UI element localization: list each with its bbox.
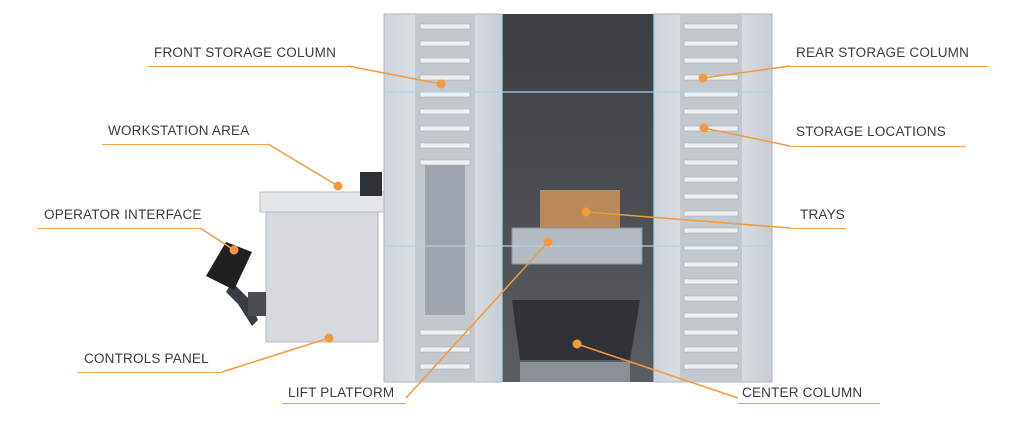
underline-rear-storage-column bbox=[790, 66, 988, 67]
shelf-slat bbox=[419, 346, 471, 353]
shelf-slat bbox=[683, 261, 739, 268]
underline-workstation-area bbox=[102, 144, 268, 145]
center-column-shape bbox=[502, 14, 654, 382]
shelf-slat bbox=[683, 159, 739, 166]
shelf-slat bbox=[683, 142, 739, 149]
shelf-slat bbox=[419, 74, 471, 81]
shelf-slat bbox=[683, 193, 739, 200]
label-lift-platform: LIFT PLATFORM bbox=[288, 385, 395, 400]
underline-center-column bbox=[738, 403, 880, 404]
shelf-slat bbox=[683, 278, 739, 285]
shelf-slat bbox=[419, 108, 471, 115]
label-operator-interface: OPERATOR INTERFACE bbox=[44, 207, 202, 222]
shelf-slat bbox=[683, 346, 739, 353]
shelf-slat bbox=[419, 363, 471, 370]
label-center-column: CENTER COLUMN bbox=[742, 385, 863, 400]
shelf-slat bbox=[683, 176, 739, 183]
shelf-slat bbox=[419, 142, 471, 149]
shelf-slat bbox=[683, 74, 739, 81]
front-storage-column-shape bbox=[383, 13, 503, 383]
shelf-slat bbox=[683, 363, 739, 370]
operator-interface-device bbox=[206, 242, 266, 326]
shelf-slat bbox=[419, 23, 471, 30]
shelf-slat bbox=[683, 125, 739, 132]
workstation-housing bbox=[259, 172, 386, 343]
label-trays: TRAYS bbox=[800, 207, 846, 222]
label-rear-storage-column: REAR STORAGE COLUMN bbox=[796, 45, 970, 60]
label-front-storage-column: FRONT STORAGE COLUMN bbox=[154, 45, 337, 60]
underline-trays bbox=[790, 228, 846, 229]
shelf-slat bbox=[419, 91, 471, 98]
label-controls-panel: CONTROLS PANEL bbox=[84, 351, 209, 366]
underline-controls-panel bbox=[78, 372, 222, 373]
shelf-slat bbox=[419, 125, 471, 132]
shelf-slat bbox=[683, 23, 739, 30]
shelf-slat bbox=[683, 244, 739, 251]
shelf-slat bbox=[419, 57, 471, 64]
shelf-slat bbox=[683, 57, 739, 64]
shelf-slat bbox=[419, 40, 471, 47]
shelf-slat bbox=[683, 295, 739, 302]
shelf-slat bbox=[683, 108, 739, 115]
shelf-slat bbox=[683, 227, 739, 234]
underline-operator-interface bbox=[38, 228, 200, 229]
label-workstation-area: WORKSTATION AREA bbox=[108, 123, 250, 138]
underline-front-storage-column bbox=[148, 66, 348, 67]
label-storage-locations: STORAGE LOCATIONS bbox=[796, 124, 946, 139]
shelf-slat bbox=[683, 40, 739, 47]
shelf-slat bbox=[683, 210, 739, 217]
shelf-slat bbox=[683, 329, 739, 336]
shelf-slat bbox=[683, 312, 739, 319]
shelf-slat bbox=[419, 329, 471, 336]
shelf-slat bbox=[419, 159, 471, 166]
underline-storage-locations bbox=[790, 146, 966, 147]
shelf-slat bbox=[683, 91, 739, 98]
underline-lift-platform bbox=[282, 403, 406, 404]
